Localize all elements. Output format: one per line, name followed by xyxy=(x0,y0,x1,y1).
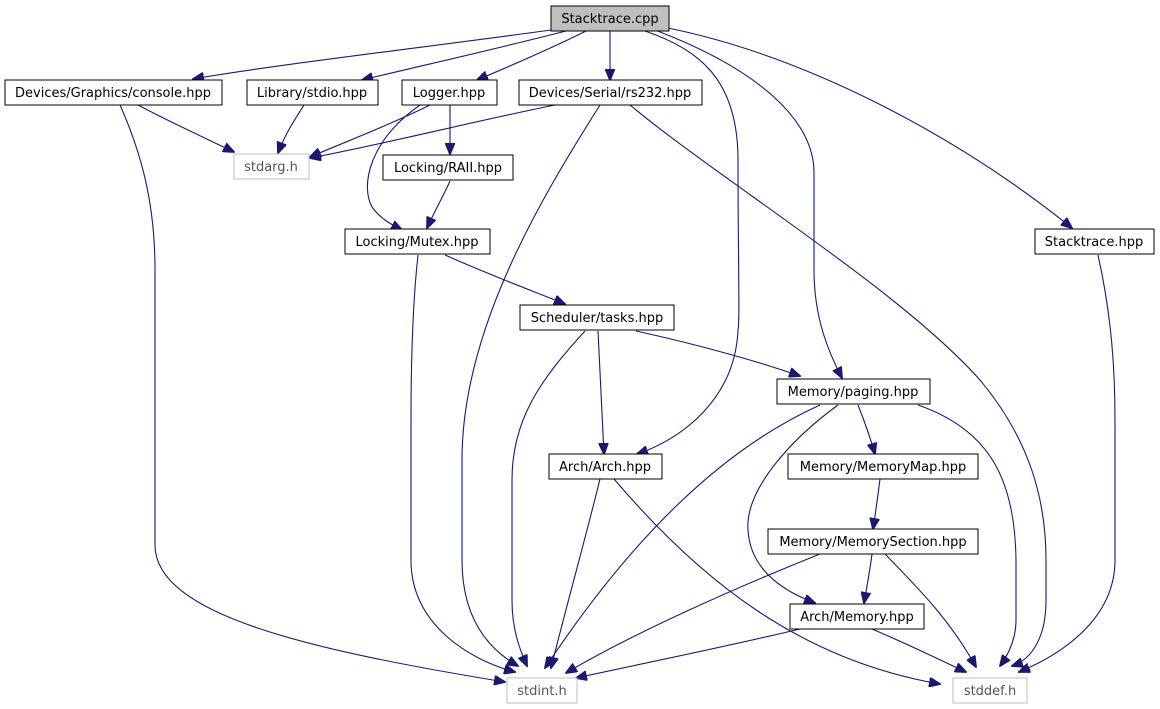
node-console-hpp[interactable]: Devices/Graphics/console.hpp xyxy=(4,79,223,106)
edge-arch-hpp-to-stddef-h xyxy=(613,478,940,684)
node-logger-hpp[interactable]: Logger.hpp xyxy=(401,79,498,106)
node-mutex-hpp[interactable]: Locking/Mutex.hpp xyxy=(344,228,491,255)
edge-paging-hpp-to-stddef-h xyxy=(917,404,1017,666)
edge-stacktrace-cpp-to-console-hpp xyxy=(193,29,552,79)
node-label: Devices/Graphics/console.hpp xyxy=(15,86,211,101)
node-memorysection-hpp[interactable]: Memory/MemorySection.hpp xyxy=(767,528,979,555)
edge-archmemory-hpp-to-stdint-h xyxy=(576,628,801,678)
node-label: Memory/MemorySection.hpp xyxy=(779,535,966,550)
edge-stacktrace-cpp-to-stdio-hpp xyxy=(362,30,567,80)
edge-memorymap-hpp-to-memorysection-hpp xyxy=(873,478,881,529)
node-stacktrace-cpp[interactable]: Stacktrace.cpp xyxy=(550,5,670,32)
edge-tasks-hpp-to-stdint-h xyxy=(511,330,586,666)
edge-paging-hpp-to-archmemory-hpp xyxy=(747,404,839,603)
node-label: Locking/Mutex.hpp xyxy=(355,235,478,250)
edge-stacktrace-cpp-to-arch-hpp xyxy=(637,30,740,454)
node-label: Library/stdio.hpp xyxy=(257,86,367,101)
node-label: Stacktrace.hpp xyxy=(1045,235,1143,250)
node-label: Scheduler/tasks.hpp xyxy=(531,311,663,326)
edge-console-hpp-to-stdint-h xyxy=(119,104,505,682)
edge-tasks-hpp-to-paging-hpp xyxy=(635,330,800,376)
node-stdarg-h[interactable]: stdarg.h xyxy=(233,153,310,180)
node-stdint-h[interactable]: stdint.h xyxy=(506,677,578,704)
edge-stacktrace-cpp-to-paging-hpp xyxy=(654,29,842,378)
node-stddef-h[interactable]: stddef.h xyxy=(952,677,1028,704)
node-label: stddef.h xyxy=(964,684,1016,699)
edge-mutex-hpp-to-stdint-h xyxy=(410,254,515,672)
edge-stacktrace-hpp-to-stddef-h xyxy=(1019,254,1116,672)
node-label: stdint.h xyxy=(517,684,566,699)
edge-mutex-hpp-to-tasks-hpp xyxy=(444,254,565,304)
node-label: stdarg.h xyxy=(244,160,298,175)
node-rs232-hpp[interactable]: Devices/Serial/rs232.hpp xyxy=(518,79,703,106)
edge-memorysection-hpp-to-stddef-h xyxy=(884,553,976,667)
edge-memorysection-hpp-to-archmemory-hpp xyxy=(864,553,873,603)
node-label: Arch/Arch.hpp xyxy=(559,460,651,475)
node-raii-hpp[interactable]: Locking/RAII.hpp xyxy=(382,154,514,181)
dependency-edges xyxy=(119,27,1116,684)
edge-archmemory-hpp-to-stddef-h xyxy=(871,628,966,672)
edge-raii-hpp-to-mutex-hpp xyxy=(427,180,451,228)
node-paging-hpp[interactable]: Memory/paging.hpp xyxy=(776,378,931,405)
edge-logger-hpp-to-stdarg-h xyxy=(310,104,431,157)
edge-console-hpp-to-stdarg-h xyxy=(137,104,234,152)
node-label: Arch/Memory.hpp xyxy=(800,610,914,625)
edge-rs232-hpp-to-stddef-h xyxy=(629,104,1047,666)
edge-rs232-hpp-to-stdint-h xyxy=(461,104,601,666)
edge-memorysection-hpp-to-stdint-h xyxy=(566,553,821,673)
node-label: Logger.hpp xyxy=(413,86,486,101)
edge-paging-hpp-to-stdint-h xyxy=(545,404,821,668)
edge-logger-hpp-to-mutex-hpp xyxy=(366,104,421,230)
node-label: Memory/MemoryMap.hpp xyxy=(800,460,966,475)
node-arch-hpp[interactable]: Arch/Arch.hpp xyxy=(548,453,663,480)
node-label: Locking/RAII.hpp xyxy=(394,161,502,176)
node-memorymap-hpp[interactable]: Memory/MemoryMap.hpp xyxy=(787,453,979,480)
edge-stdio-hpp-to-stdarg-h xyxy=(278,104,305,153)
node-tasks-hpp[interactable]: Scheduler/tasks.hpp xyxy=(519,304,675,331)
node-label: Devices/Serial/rs232.hpp xyxy=(529,86,692,101)
node-archmemory-hpp[interactable]: Arch/Memory.hpp xyxy=(789,603,925,630)
edge-paging-hpp-to-memorymap-hpp xyxy=(857,404,875,454)
node-label: Stacktrace.cpp xyxy=(561,12,658,27)
edge-stacktrace-cpp-to-logger-hpp xyxy=(477,30,587,80)
edge-arch-hpp-to-stdint-h xyxy=(551,478,601,668)
node-label: Memory/paging.hpp xyxy=(788,385,919,400)
edge-rs232-hpp-to-stdarg-h xyxy=(310,104,556,158)
edge-tasks-hpp-to-arch-hpp xyxy=(597,330,604,454)
file-nodes: Stacktrace.cpp Devices/Graphics/console.… xyxy=(4,5,1155,704)
node-stdio-hpp[interactable]: Library/stdio.hpp xyxy=(246,79,379,106)
node-stacktrace-hpp[interactable]: Stacktrace.hpp xyxy=(1034,228,1155,255)
edge-stacktrace-cpp-to-stacktrace-hpp xyxy=(667,27,1072,228)
